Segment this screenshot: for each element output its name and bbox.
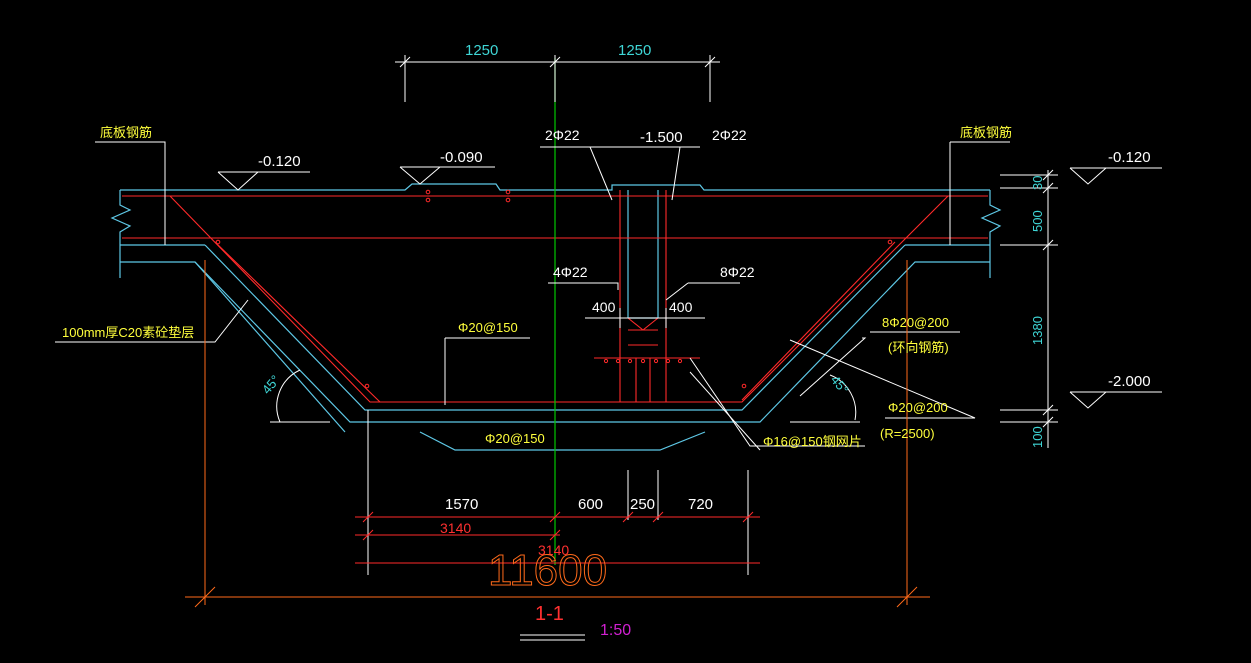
label-phi20-150-upper: Φ20@150 (458, 320, 518, 335)
dim-right-d: 100 (1030, 426, 1045, 448)
label-ring-rebar: 8Φ20@200 (882, 315, 949, 330)
dim-overall: 11600 (488, 546, 607, 595)
bottom-dim-lines (355, 511, 760, 564)
label-phi20-150-lower: Φ20@150 (485, 431, 545, 446)
label-8phi22: 8Φ22 (720, 264, 755, 280)
label-4phi22: 4Φ22 (553, 264, 588, 280)
dim-right-c: 1380 (1030, 316, 1045, 345)
dim-bottom-d: 720 (688, 496, 713, 513)
dim-right-a: 30 (1030, 176, 1045, 190)
dim-bottom-e: 3140 (440, 520, 471, 536)
label-cushion: 100mm厚C20素砼垫层 (62, 325, 194, 340)
elev-mid: -0.090 (440, 149, 483, 166)
label-slab-rebar-right: 底板钢筋 (960, 125, 1012, 140)
dim-top-right: 1250 (618, 42, 651, 59)
elev-center: -1.500 (640, 129, 683, 146)
label-radial-note: (R=2500) (880, 426, 935, 441)
label-ring-note: (环向钢筋) (888, 340, 949, 355)
elev-left: -0.120 (258, 153, 301, 170)
dim-bottom-c: 250 (630, 496, 655, 513)
label-mesh: Φ16@150钢网片 (763, 434, 862, 449)
label-2phi22-right: 2Φ22 (712, 127, 747, 143)
rebar-dots (215, 189, 893, 389)
label-radial-rebar: Φ20@200 (888, 400, 948, 415)
dim-hole-left: 400 (592, 299, 616, 315)
title-underline (520, 634, 585, 641)
dim-bottom-f: 3140 (538, 542, 569, 558)
concrete-outline (110, 183, 1002, 451)
elev-right-top: -0.120 (1108, 149, 1151, 166)
dim-bottom-b: 600 (578, 496, 603, 513)
dim-hole-right: 400 (669, 299, 693, 315)
section-scale: 1:50 (600, 622, 631, 639)
section-title: 1-1 (535, 603, 564, 625)
label-slab-rebar-left: 底板钢筋 (100, 125, 152, 140)
label-2phi22-left: 2Φ22 (545, 127, 580, 143)
overall-dim-lines (185, 260, 930, 608)
dim-top-left: 1250 (465, 42, 498, 59)
dim-right-b: 500 (1030, 210, 1045, 232)
dim-bottom-a: 1570 (445, 496, 478, 513)
dimension-lines (55, 55, 1162, 575)
elev-right-bottom: -2.000 (1108, 373, 1151, 390)
